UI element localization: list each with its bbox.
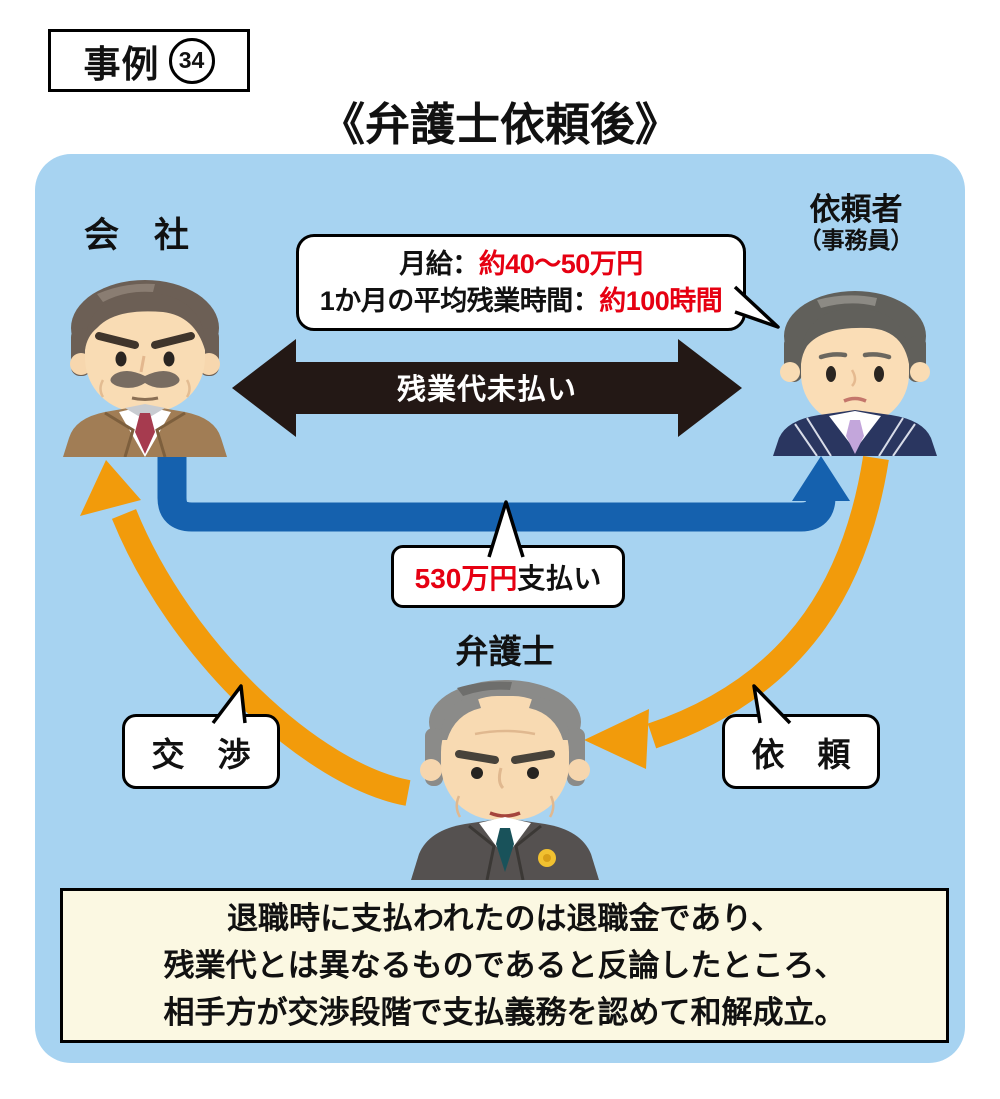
summary-line-3: 相手方が交渉段階で支払義務を認めて和解成立。	[163, 995, 846, 1030]
salary-value: 約40～50万円	[478, 248, 644, 279]
salary-label: 月給：	[399, 248, 479, 279]
overtime-value: 約100時間	[599, 285, 723, 316]
payment-line: 530万円支払い	[415, 557, 602, 597]
summary-box: 退職時に支払われたのは退職金であり、 残業代とは異なるものであると反論したところ…	[60, 888, 949, 1043]
client-label-group: 依頼者 （事務員）	[786, 192, 926, 254]
case-badge-number: 34	[168, 37, 215, 84]
client-label: 依頼者	[809, 192, 903, 227]
salary-line: 月給：約40～50万円	[399, 246, 643, 283]
overtime-label: 1か月の平均残業時間：	[319, 285, 600, 316]
client-avatar	[773, 291, 937, 456]
salary-info-bubble: 月給：約40～50万円 1か月の平均残業時間：約100時間	[296, 234, 746, 331]
company-label: 会 社	[84, 216, 190, 255]
diagram-title: 《弁護士依頼後》	[319, 99, 680, 150]
summary-line-1: 退職時に支払われたのは退職金であり、	[227, 901, 782, 936]
company-avatar	[63, 280, 227, 457]
case-badge: 事例 34	[48, 29, 250, 92]
lawyer-avatar	[411, 680, 599, 880]
client-sublabel: （事務員）	[798, 227, 914, 253]
payment-value: 530万円	[414, 562, 518, 594]
negotiation-bubble: 交 渉	[122, 714, 280, 789]
payment-suffix: 支払い	[517, 562, 602, 594]
case-badge-label: 事例	[83, 43, 160, 85]
overtime-line: 1か月の平均残業時間：約100時間	[320, 283, 723, 320]
lawyer-label: 弁護士	[455, 633, 555, 670]
summary-line-2: 残業代とは異なるものであると反論したところ、	[163, 948, 846, 983]
request-bubble: 依 頼	[722, 714, 880, 789]
payment-bubble: 530万円支払い	[391, 545, 625, 608]
